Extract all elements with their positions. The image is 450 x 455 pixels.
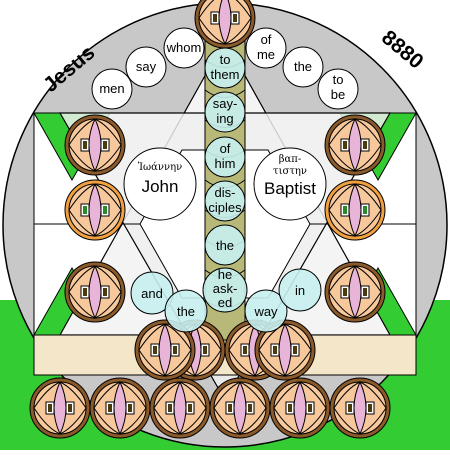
lower-word-4: in — [278, 268, 322, 312]
column-word-text: dis- — [215, 185, 236, 200]
arc-word-text: whom — [166, 40, 202, 55]
baptist-text: Baptist — [264, 179, 316, 198]
column-word-text: him — [215, 156, 236, 171]
column-word-text: he — [218, 267, 232, 282]
column-word-text: ciples — [208, 200, 242, 215]
face-bottom-5 — [269, 377, 331, 439]
column-word-text: ed — [218, 295, 232, 310]
column-word-6: he ask- ed — [202, 267, 248, 313]
lower-word-1: and — [130, 271, 174, 315]
lower-word-text: in — [295, 283, 305, 298]
column-word-text: say- — [213, 96, 238, 111]
arc-word-text: of — [261, 32, 272, 47]
face-bottom-1 — [29, 377, 91, 439]
baptist-greek-text-2: τιστην — [273, 166, 307, 177]
face-bottom-6 — [329, 377, 391, 439]
baptist-circle: βαπ- τιστην Baptist — [253, 147, 327, 221]
face-right-1 — [324, 114, 386, 176]
baptist-greek-text-1: βαπ- — [279, 154, 302, 165]
lower-word-3: way — [244, 289, 288, 333]
arc-word-text: say — [136, 59, 157, 74]
john-circle: Ἰωάννην John — [123, 147, 197, 221]
arc-word-3: whom — [163, 27, 205, 69]
arc-word-5: the — [282, 46, 324, 88]
arc-word-text: the — [294, 59, 312, 74]
arc-word-1: men — [91, 68, 133, 110]
john-greek-text: Ἰωάννην — [138, 162, 182, 173]
face-bottom-2 — [89, 377, 151, 439]
column-word-1: to them — [204, 47, 246, 89]
column-word-5: the — [204, 224, 246, 266]
column-word-4: dis- ciples — [204, 180, 246, 222]
lower-word-text: way — [253, 304, 278, 319]
column-word-3: of him — [204, 136, 246, 178]
face-right-3 — [324, 261, 386, 323]
column-word-text: the — [216, 238, 234, 253]
arc-word-text: men — [99, 81, 124, 96]
lower-word-2: the — [164, 289, 208, 333]
column-word-text: them — [211, 67, 240, 82]
face-left-1 — [64, 114, 126, 176]
face-left-2 — [64, 179, 126, 241]
lower-word-text: and — [141, 286, 163, 301]
lower-word-text: the — [177, 304, 195, 319]
arc-word-2: say — [125, 46, 167, 88]
column-word-text: ing — [216, 111, 233, 126]
face-left-3 — [64, 261, 126, 323]
face-bottom-4 — [209, 377, 271, 439]
column-word-text: of — [220, 141, 231, 156]
arc-word-text: to — [333, 72, 344, 87]
arc-word-6: to be — [317, 68, 359, 110]
arc-word-text: be — [331, 87, 345, 102]
column-word-text: ask- — [213, 281, 238, 296]
column-word-2: say- ing — [204, 91, 246, 133]
john-text: John — [142, 177, 179, 196]
face-right-2 — [324, 179, 386, 241]
column-word-text: to — [220, 52, 231, 67]
arc-word-text: me — [257, 47, 275, 62]
arc-word-4: of me — [245, 27, 287, 69]
face-bottom-3 — [149, 377, 211, 439]
